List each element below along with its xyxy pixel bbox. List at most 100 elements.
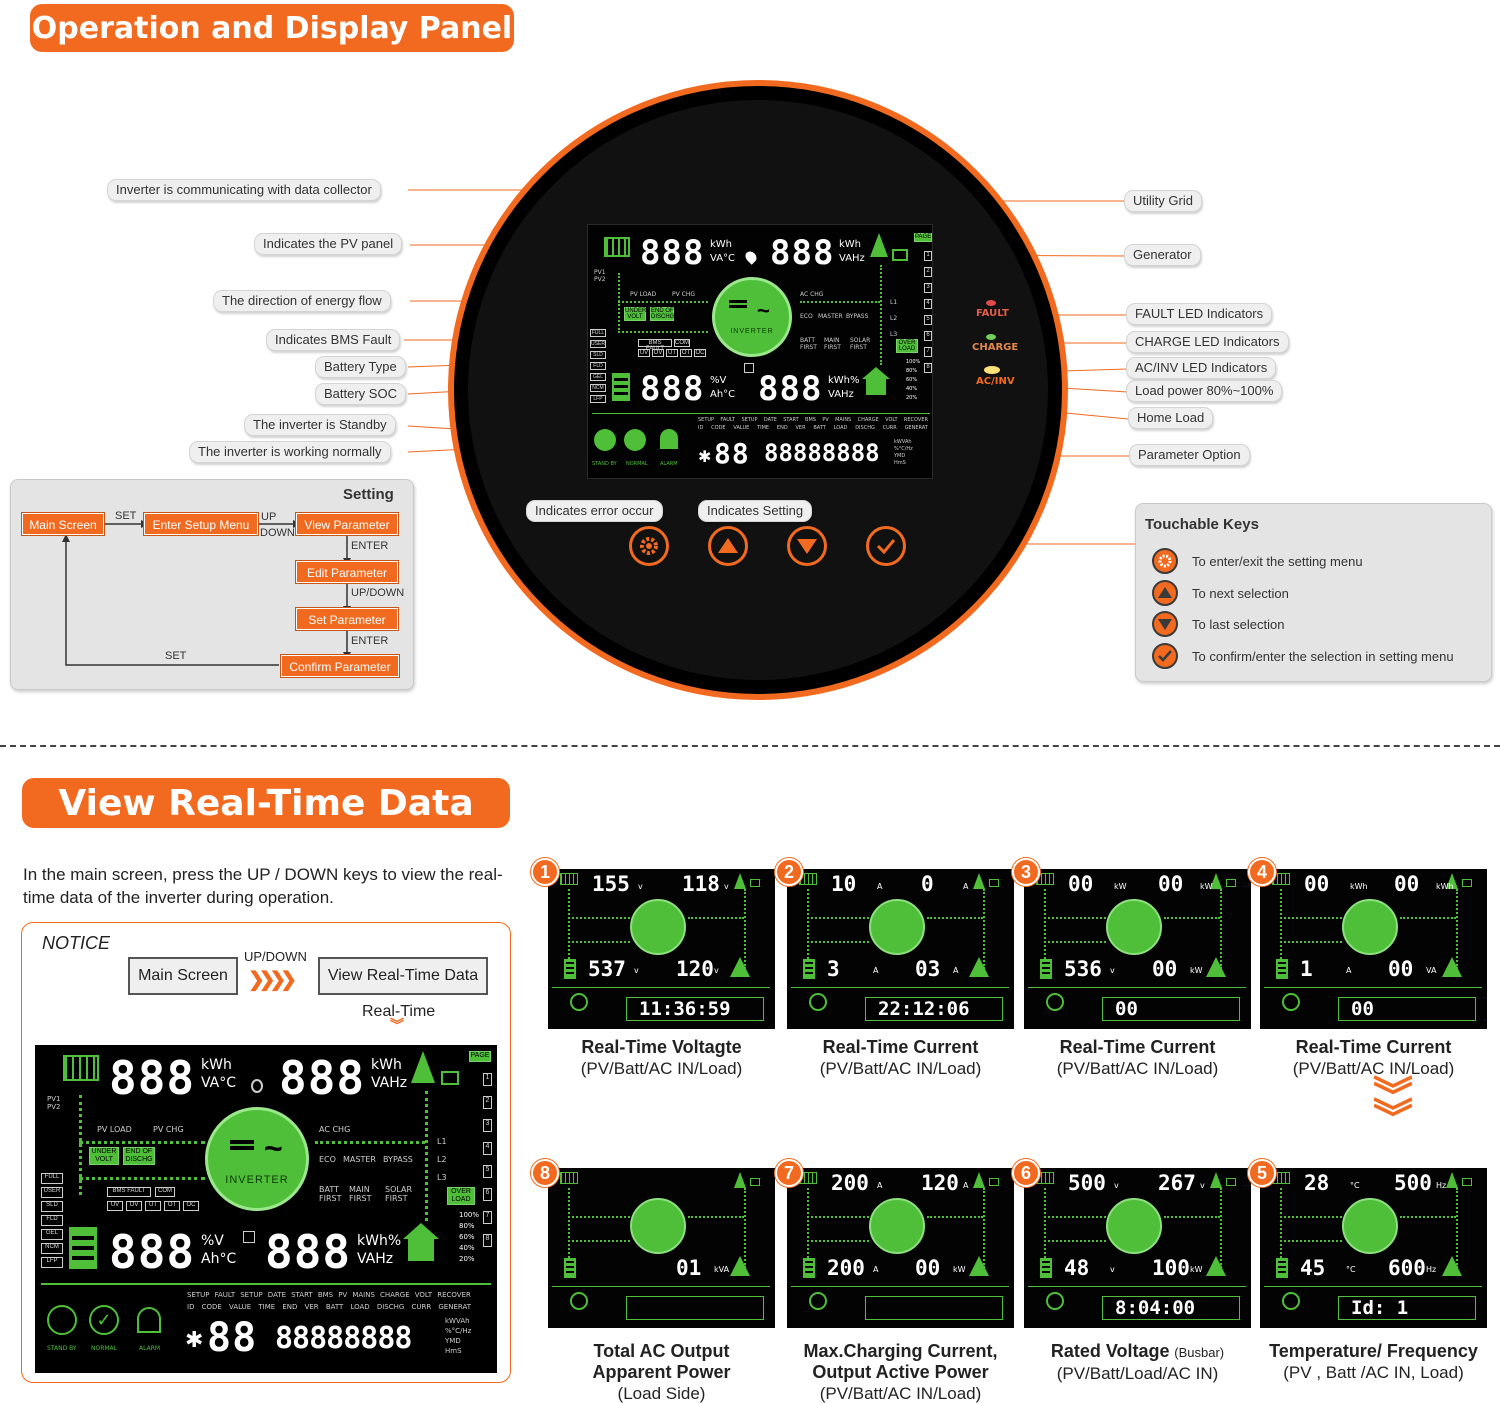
battery-type: FULL xyxy=(590,329,606,337)
big-lcd-top-left-digits: 888 xyxy=(109,1051,196,1105)
panel-gear-key[interactable] xyxy=(629,526,669,566)
fault-code: OT xyxy=(680,349,692,357)
mini-mid-left: 536 xyxy=(1064,957,1102,981)
energy-flow-line xyxy=(688,1216,744,1218)
normal-check-icon xyxy=(809,993,827,1011)
inverter-icon: ~ INVERTER xyxy=(712,277,792,357)
label-standby: STAND BY xyxy=(47,1345,77,1352)
inverter-label: INVERTER xyxy=(225,1174,289,1186)
energy-flow-line xyxy=(1044,917,1106,919)
bms-fault-indicator: BMS FAULT xyxy=(107,1187,151,1197)
over-load-indicator: OVER LOAD xyxy=(447,1187,475,1205)
panel-down-key[interactable] xyxy=(787,526,827,566)
mini-mid-left: 3 xyxy=(827,957,840,981)
mini-mid-right-unit: v xyxy=(714,966,719,975)
notice-box: NOTICE Main Screen UP/DOWN ❯❯❯❯ View Rea… xyxy=(21,922,511,1383)
big-lcd-top-left-unit-1: kWh xyxy=(201,1057,232,1073)
callout-charge-led: CHARGE LED Indicators xyxy=(1126,331,1289,353)
utility-tower-icon xyxy=(411,1051,435,1083)
caption-subtitle: (PV/Batt/AC IN/Load) xyxy=(819,1384,982,1403)
fault-code: OT xyxy=(164,1201,180,1211)
caption-title: Rated Voltage xyxy=(1050,1341,1170,1361)
callout-battery-type: Battery Type xyxy=(315,356,406,378)
panel-confirm-key[interactable] xyxy=(866,526,906,566)
acinv-led-label: AC/INV xyxy=(976,376,1015,387)
panel-up-key[interactable] xyxy=(708,526,748,566)
callout-fault-led: FAULT LED Indicators xyxy=(1126,303,1273,325)
screen-number-badge: 1 xyxy=(531,858,559,886)
setting-header: CURR xyxy=(882,425,897,431)
data-collector-icon xyxy=(743,249,759,265)
mini-mid-right: 120 xyxy=(676,957,714,981)
triangle-down-icon xyxy=(1152,611,1178,637)
load-level: 40% xyxy=(459,1244,475,1252)
callout-working-normally: The inverter is working normally xyxy=(189,441,391,463)
battery-type: FLD xyxy=(590,362,606,370)
screen-number-badge: 5 xyxy=(1248,1159,1276,1187)
energy-flow-line xyxy=(79,1141,205,1144)
lcd-bottom-divider xyxy=(1028,987,1246,988)
mini-bottom-readout xyxy=(865,1296,1003,1320)
setting-header: SETUP xyxy=(187,1291,210,1299)
mini-top-right-unit: A xyxy=(963,1181,969,1190)
big-lcd-top-right-digits: 888 xyxy=(279,1051,366,1105)
energy-flow-line xyxy=(927,917,983,919)
flow-edit-parameter: Edit Parameter xyxy=(296,561,398,583)
edit-square-icon xyxy=(243,1231,255,1243)
inverter-icon: ~ INVERTER xyxy=(205,1107,309,1211)
home-load-icon xyxy=(730,1256,750,1276)
setting-unit: YMD xyxy=(894,453,906,459)
main-screen-box: Main Screen xyxy=(128,957,238,995)
setting-header: PV xyxy=(338,1291,348,1299)
setting-header: VALUE xyxy=(229,1303,252,1311)
mini-mid-right: 00 xyxy=(1152,957,1178,981)
normal-check-icon xyxy=(1046,1292,1064,1310)
energy-flow-line xyxy=(744,889,746,969)
big-lcd-mid-left-digits: 888 xyxy=(109,1225,196,1279)
energy-flow-line xyxy=(568,917,630,919)
lcd-bottom-divider xyxy=(552,1286,770,1287)
panel-title-banner: Operation and Display Panel xyxy=(30,4,514,52)
battery-type: GEL xyxy=(590,373,606,381)
caption-title: Real-Time Current xyxy=(1059,1037,1216,1057)
screen-number-badge: 2 xyxy=(775,858,803,886)
setting-header-row1: SETUP FAULT SETUP DATE START BMS PV MAIN… xyxy=(698,417,928,423)
callout-standby: The inverter is Standby xyxy=(244,414,396,436)
com-indicator: COM xyxy=(674,339,690,347)
energy-flow-line xyxy=(1280,1188,1282,1258)
utility-tower-icon xyxy=(734,873,746,889)
flow-up-label: UP xyxy=(261,511,277,523)
energy-flow-line xyxy=(800,301,880,303)
mini-mid-right-unit: kW xyxy=(1190,966,1203,975)
callout-parameter-option: Parameter Option xyxy=(1129,444,1250,466)
com-indicator: COM xyxy=(155,1187,175,1197)
setting-unit: kWVAh xyxy=(445,1317,470,1325)
load-level-list: 100% 80% 60% 40% 20% xyxy=(906,359,922,404)
setting-header: ID xyxy=(698,425,704,431)
energy-flow-line xyxy=(807,1188,809,1258)
setting-header-row2: ID CODE VALUE TIME END VER BATT LOAD DIS… xyxy=(187,1303,471,1311)
lcd-top-left-digits: 888 xyxy=(640,233,705,273)
big-lcd-top-right-unit-2: VAHz xyxy=(371,1075,408,1091)
lcd-top-left-unit-2: VA°C xyxy=(710,253,736,264)
mini-mid-right: 01 xyxy=(676,1256,702,1280)
mini-top-right-unit: kW xyxy=(1200,882,1213,891)
mini-top-left: 500 xyxy=(1068,1171,1106,1195)
mini-mid-left-unit: v xyxy=(1110,966,1115,975)
page-number: 5 xyxy=(924,315,932,325)
mini-mid-left-unit: A xyxy=(1346,966,1352,975)
screen-number-badge: 8 xyxy=(531,1159,559,1187)
label-bypass: BYPASS xyxy=(383,1155,413,1164)
notice-label: NOTICE xyxy=(42,933,111,953)
big-lcd-mid-right-unit-1: kWh% xyxy=(357,1233,402,1249)
battery-type: FLD xyxy=(41,1215,63,1226)
page-indicator: PAGE xyxy=(469,1051,491,1062)
chevron-down-icon: ︾︾ xyxy=(1373,1075,1413,1141)
setting-header: RECOVER xyxy=(903,417,928,423)
setting-header: LOAD xyxy=(350,1303,370,1311)
mini-mid-left: 537 xyxy=(588,957,626,981)
lcd-top-right-digits: 888 xyxy=(770,233,835,273)
